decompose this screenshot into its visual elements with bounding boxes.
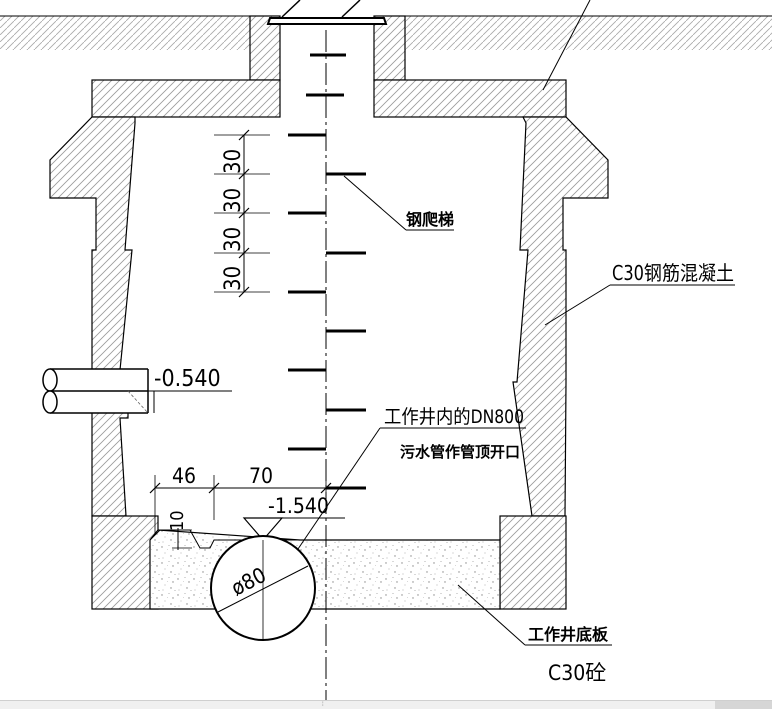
wall-pipe (42, 368, 149, 414)
pipe-elevation-label: -0.540 (154, 366, 221, 392)
jacking-callout: 工作井内的DN800 污水管作管顶开口 (297, 406, 526, 550)
wall-material-callout: C30钢筋混凝土 (544, 261, 735, 326)
top-slab (91, 79, 567, 118)
ladder-callout: 钢爬梯 (343, 175, 454, 231)
ground-surface (0, 15, 772, 50)
dim-46: 46 (172, 464, 196, 488)
right-wall (512, 116, 609, 517)
dim-10: 10 (167, 510, 188, 531)
manhole-cover (266, 0, 388, 25)
invert-dimension: 10 (167, 510, 192, 550)
jacking-line2: 污水管作管顶开口 (400, 443, 520, 461)
base-structure (91, 515, 567, 610)
rung-spacing-dimension: 30 30 30 30 (214, 129, 270, 298)
invert-elevation-callout: -1.540 (242, 494, 345, 541)
rung-spacing-3: 30 (221, 227, 246, 252)
slab-leader (542, 0, 591, 91)
shaft-neck (249, 15, 406, 81)
base-material-label: C30砼 (548, 661, 606, 685)
base-slab-callout: 工作井底板 C30砼 (457, 584, 612, 685)
pipe-elevation-callout: -0.540 (148, 366, 232, 413)
scroll-thumb[interactable] (715, 701, 772, 709)
base-slab-label: 工作井底板 (528, 625, 609, 644)
wall-material-label: C30钢筋混凝土 (612, 261, 734, 285)
jacking-line1: 工作井内的DN800 (384, 406, 524, 428)
left-wall (49, 116, 136, 517)
invert-elevation-label: -1.540 (268, 494, 329, 518)
rung-spacing-2: 30 (221, 188, 246, 213)
jacking-pipe: ø80 (210, 535, 316, 641)
offset-dimensions: 46 70 (149, 464, 332, 535)
dim-70: 70 (249, 464, 273, 488)
rung-spacing-4: 30 (221, 266, 246, 291)
horizontal-scrollbar[interactable]: ⁞ (0, 700, 772, 709)
ladder-label: 钢爬梯 (406, 210, 454, 229)
ladder-rungs (288, 53, 366, 490)
rung-spacing-1: 30 (221, 149, 246, 174)
scroll-grip-icon: ⁞ (322, 702, 324, 708)
